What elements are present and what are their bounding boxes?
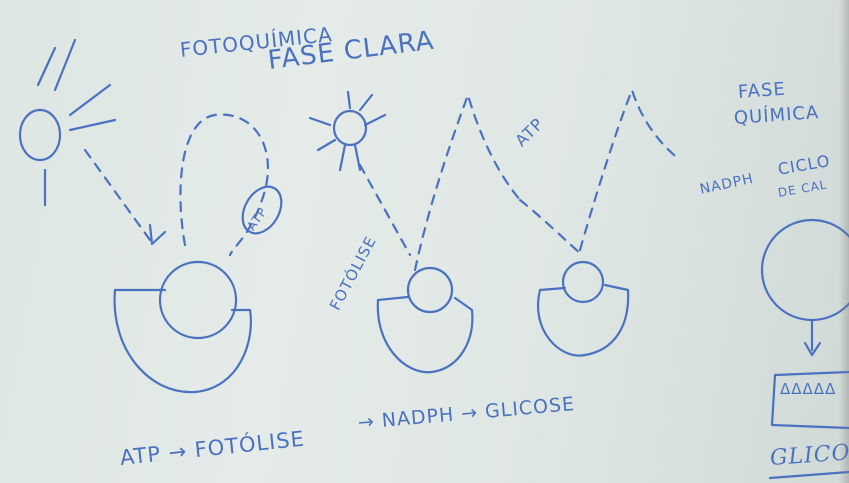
arrow-icon: → [167,439,188,465]
paper-edge-shadow [839,0,849,483]
sun-drawing-left [20,40,165,244]
chloroplast-2 [378,95,520,372]
glucose-box-content: ΔΔΔΔΔ [780,380,836,398]
chloroplast-1 [115,115,268,393]
sequence-atp: ATP [119,442,163,470]
underline-mark [770,472,849,478]
arrow-icon: → [357,411,376,434]
sun-drawing-middle [310,92,410,255]
arrow-icon: → [460,402,479,425]
heading-fase: FASE [737,79,786,103]
